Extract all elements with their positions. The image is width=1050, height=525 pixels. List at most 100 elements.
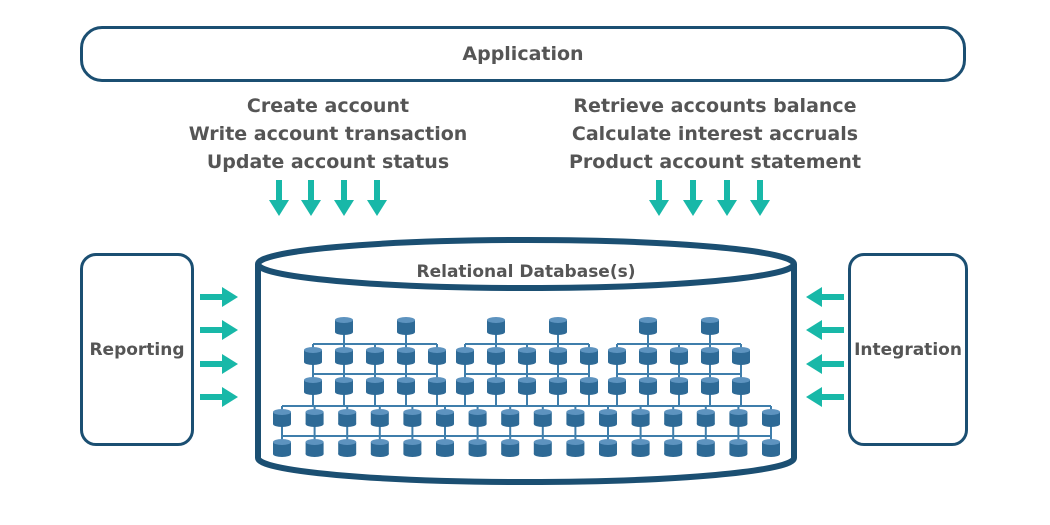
database-node-icon bbox=[732, 377, 750, 395]
right-arrow-icon bbox=[200, 387, 238, 407]
read-operation-item: Calculate interest accruals bbox=[571, 123, 859, 145]
database-node-icon bbox=[732, 347, 750, 365]
database-node-icon bbox=[549, 377, 567, 395]
database-node-icon bbox=[599, 439, 617, 457]
database-node-grid bbox=[273, 317, 780, 457]
database-node-icon bbox=[436, 439, 454, 457]
read-operations-list: Retrieve accounts balance Calculate inte… bbox=[560, 92, 870, 176]
database-node-icon bbox=[468, 409, 487, 427]
database-node-icon bbox=[366, 377, 384, 395]
database-node-icon bbox=[701, 377, 719, 395]
database-node-icon bbox=[335, 317, 353, 335]
database-cylinder-body bbox=[255, 264, 797, 485]
database-node-icon bbox=[670, 377, 688, 395]
right-arrow-icon bbox=[200, 320, 238, 340]
right-arrow-icon bbox=[200, 354, 238, 374]
write-operations-list: Create account Write account transaction… bbox=[183, 92, 473, 176]
database-node-icon bbox=[397, 317, 415, 335]
database-node-icon bbox=[762, 439, 780, 457]
application-label: Application bbox=[462, 43, 584, 65]
database-node-icon bbox=[608, 347, 626, 365]
application-box: Application bbox=[80, 26, 966, 82]
database-node-icon bbox=[370, 409, 389, 427]
down-arrow-icon bbox=[750, 180, 770, 216]
reporting-box: Reporting bbox=[80, 253, 194, 446]
database-node-icon bbox=[370, 439, 389, 457]
database-node-icon bbox=[305, 439, 324, 457]
database-node-icon bbox=[701, 317, 719, 335]
read-operation-item: Product account statement bbox=[568, 151, 862, 173]
down-arrow-icon bbox=[334, 180, 354, 216]
down-arrow-icon bbox=[269, 180, 289, 216]
write-operation-item: Create account bbox=[246, 95, 410, 117]
database-node-icon bbox=[639, 317, 657, 335]
database-node-icon bbox=[664, 439, 683, 457]
database-node-icon bbox=[664, 409, 683, 427]
database-node-icon bbox=[518, 377, 536, 395]
database-node-icon bbox=[335, 377, 353, 395]
down-arrow-icon bbox=[683, 180, 703, 216]
database-cylinder bbox=[255, 237, 797, 485]
node-connectors bbox=[281, 334, 772, 440]
database-cylinder-top bbox=[255, 237, 797, 291]
reporting-label: Reporting bbox=[89, 339, 185, 360]
write-operation-item: Update account status bbox=[206, 151, 450, 173]
database-node-icon bbox=[533, 409, 552, 427]
down-arrow-icon bbox=[649, 180, 669, 216]
database-node-icon bbox=[549, 347, 567, 365]
database-node-icon bbox=[456, 347, 474, 365]
database-node-icon bbox=[338, 409, 357, 427]
database-node-icon bbox=[599, 409, 617, 427]
database-node-icon bbox=[696, 439, 715, 457]
database-node-icon bbox=[487, 377, 505, 395]
database-node-icon bbox=[696, 409, 715, 427]
database-node-icon bbox=[580, 377, 598, 395]
database-node-icon bbox=[549, 317, 567, 335]
down-arrow-icon bbox=[301, 180, 321, 216]
database-node-icon bbox=[273, 439, 291, 457]
database-node-icon bbox=[580, 347, 598, 365]
database-node-icon bbox=[608, 377, 626, 395]
flow-arrows bbox=[200, 180, 844, 407]
database-node-icon bbox=[566, 409, 585, 427]
database-node-icon bbox=[487, 317, 505, 335]
database-node-icon bbox=[304, 347, 322, 365]
integration-label: Integration bbox=[854, 339, 962, 360]
database-node-icon bbox=[533, 439, 552, 457]
down-arrow-icon bbox=[367, 180, 387, 216]
left-arrow-icon bbox=[806, 387, 844, 407]
left-arrow-icon bbox=[806, 287, 844, 307]
database-node-icon bbox=[501, 439, 520, 457]
database-node-icon bbox=[729, 439, 748, 457]
database-node-icon bbox=[366, 347, 384, 365]
read-operation-item: Retrieve accounts balance bbox=[573, 95, 857, 117]
database-node-icon bbox=[428, 347, 446, 365]
database-node-icon bbox=[501, 409, 520, 427]
database-node-icon bbox=[639, 347, 657, 365]
integration-box: Integration bbox=[848, 253, 968, 446]
database-node-icon bbox=[403, 409, 422, 427]
down-arrow-icon bbox=[717, 180, 737, 216]
database-node-icon bbox=[670, 347, 688, 365]
right-arrow-icon bbox=[200, 287, 238, 307]
database-label: Relational Database(s) bbox=[417, 262, 636, 282]
database-node-icon bbox=[468, 439, 487, 457]
database-node-icon bbox=[428, 377, 446, 395]
database-node-icon bbox=[273, 409, 291, 427]
write-operation-item: Write account transaction bbox=[188, 123, 468, 145]
database-node-icon bbox=[397, 377, 415, 395]
database-node-icon bbox=[338, 439, 357, 457]
database-node-icon bbox=[729, 409, 748, 427]
left-arrow-icon bbox=[806, 354, 844, 374]
database-node-icon bbox=[631, 409, 650, 427]
database-node-icon bbox=[335, 347, 353, 365]
database-node-icon bbox=[456, 377, 474, 395]
database-node-icon bbox=[487, 347, 505, 365]
database-node-icon bbox=[631, 439, 650, 457]
database-node-icon bbox=[397, 347, 415, 365]
database-node-icon bbox=[762, 409, 780, 427]
database-node-icon bbox=[566, 439, 585, 457]
database-node-icon bbox=[518, 347, 536, 365]
left-arrow-icon bbox=[806, 320, 844, 340]
